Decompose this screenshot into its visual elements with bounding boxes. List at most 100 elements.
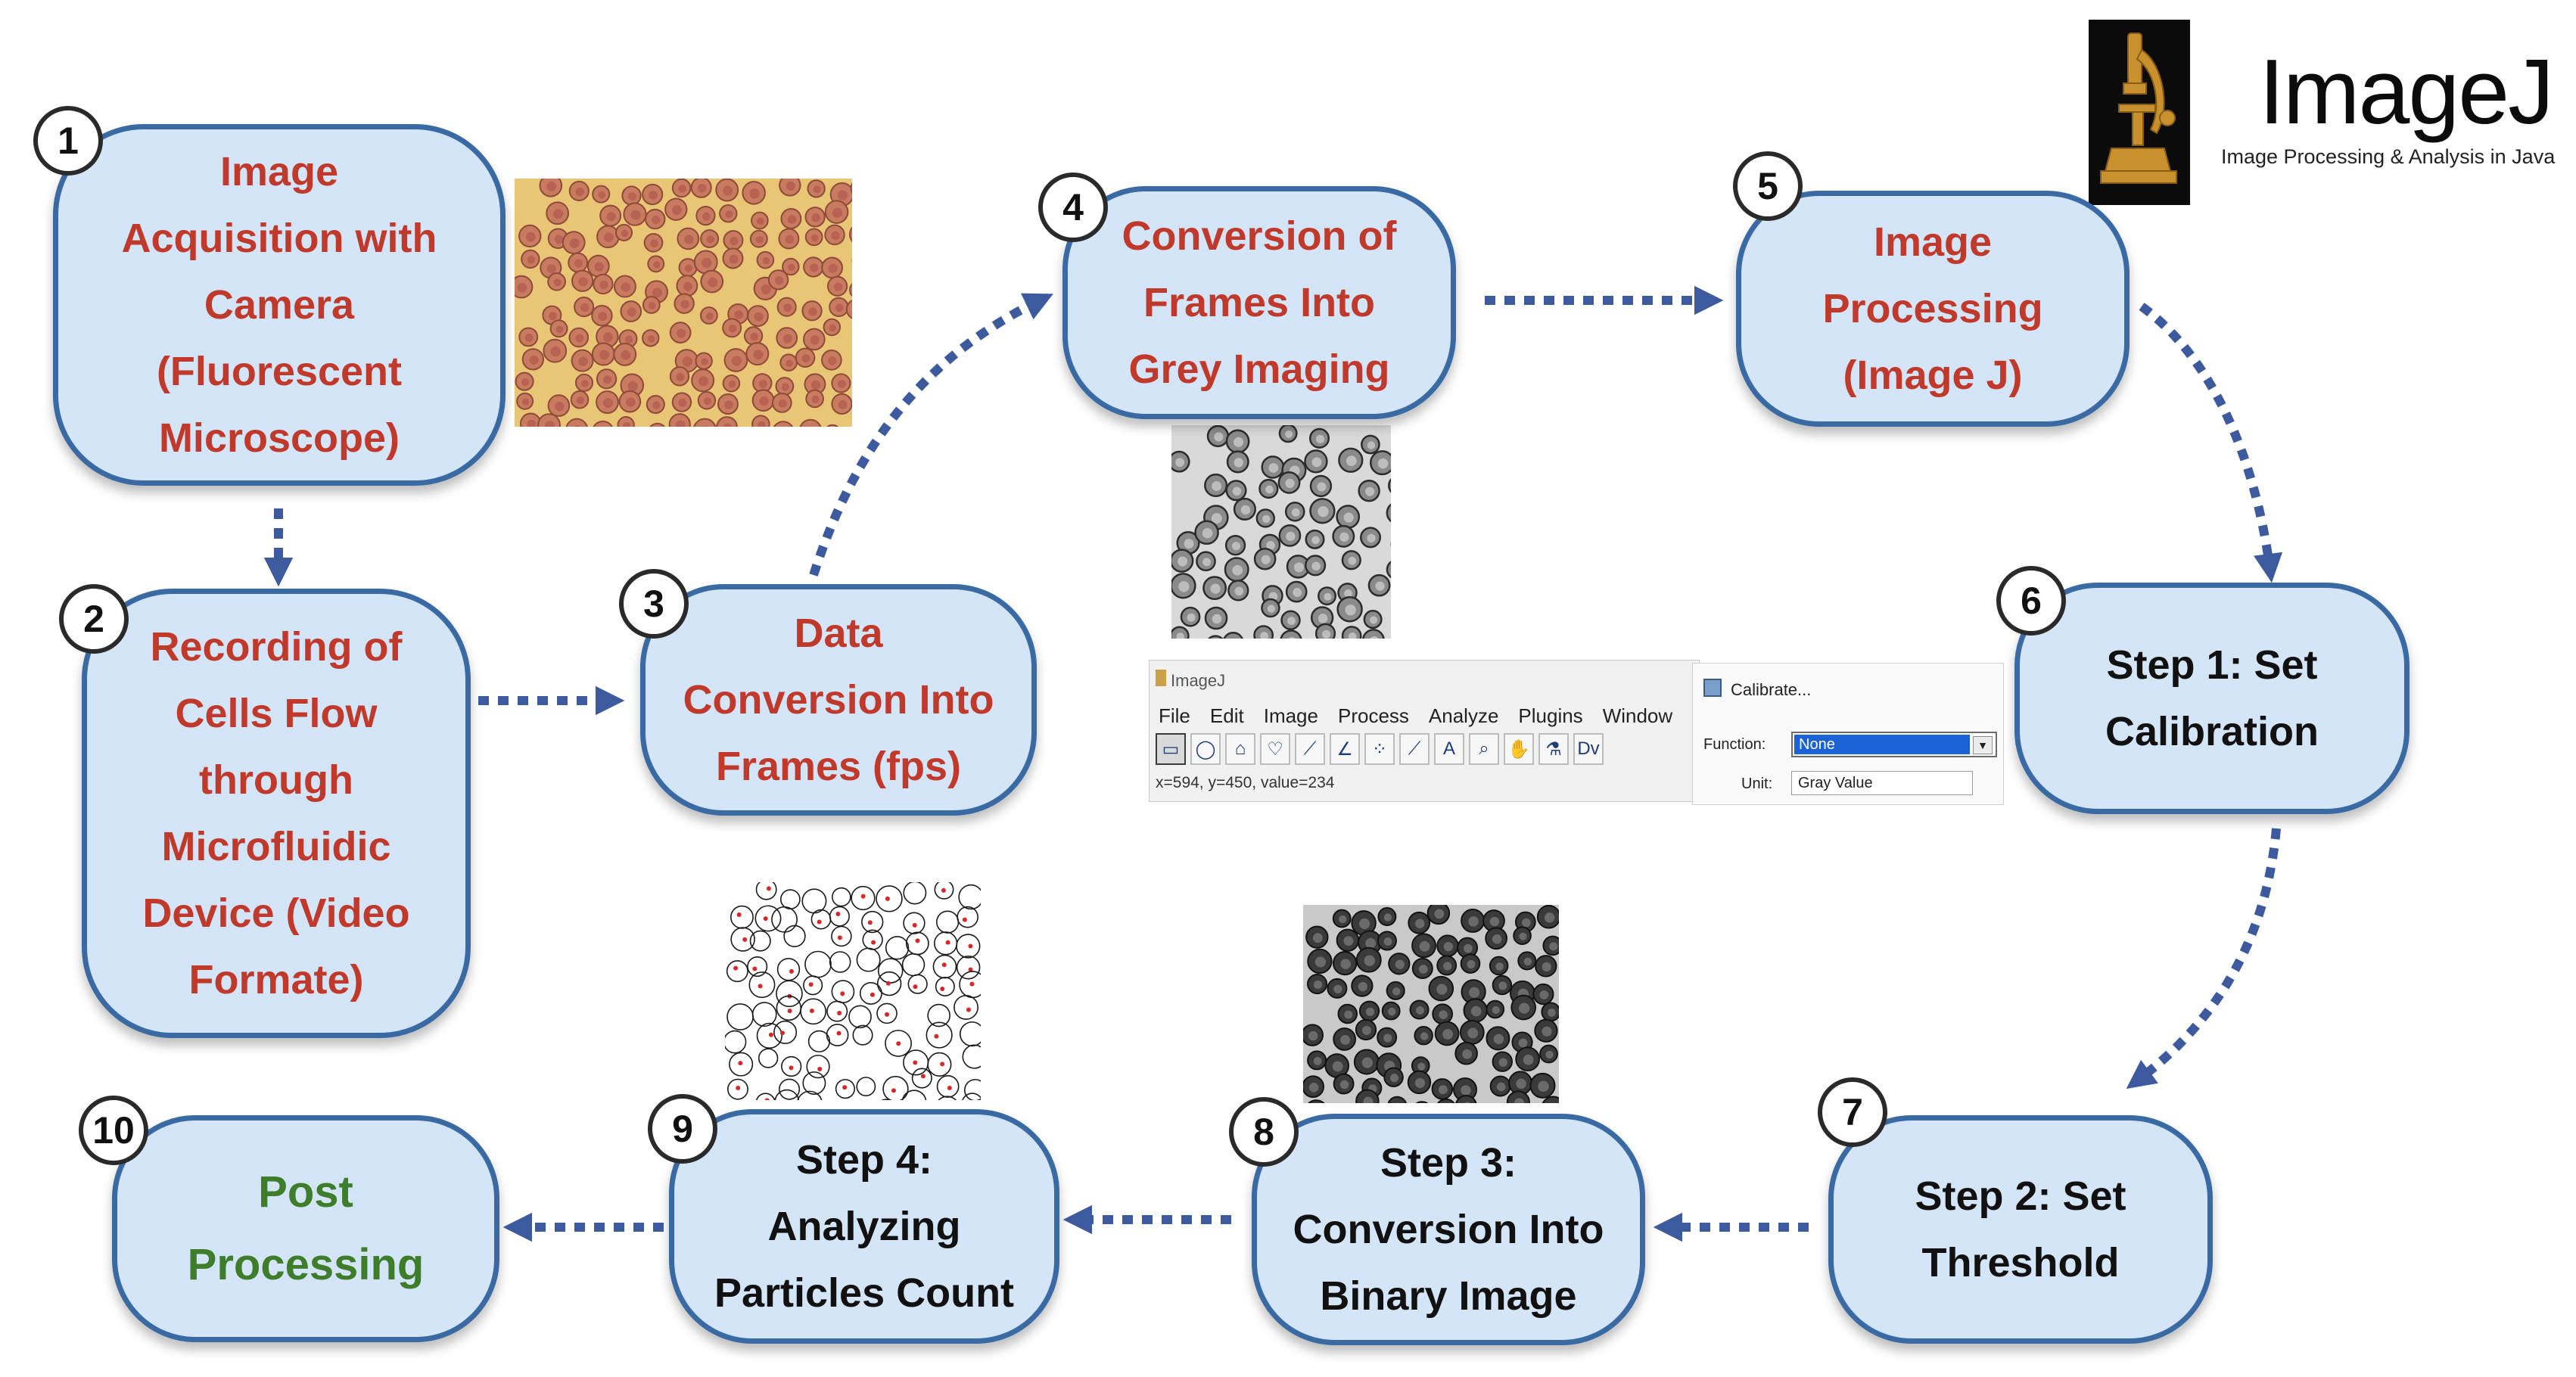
unit-field[interactable]: Gray Value (1791, 771, 1973, 795)
cell-core (1493, 1034, 1504, 1045)
cell-core (810, 234, 819, 242)
rectangle-tool-icon[interactable]: ▭ (1156, 733, 1186, 765)
cell-core (574, 425, 581, 427)
cell-core (761, 284, 771, 294)
imagej-menu-item[interactable]: Window (1602, 704, 1673, 727)
cell-core (1178, 581, 1190, 592)
cell-mark (803, 975, 823, 996)
cell-core (758, 421, 766, 427)
chevron-down-icon[interactable]: ▼ (1973, 736, 1993, 754)
cell-mark (848, 283, 852, 297)
cell-core (787, 215, 797, 224)
cell-core (682, 356, 693, 367)
step-1-label: Image Acquisition with Camera (Fluoresce… (121, 149, 437, 461)
particle-label-mark (896, 1041, 901, 1046)
cell-mark (901, 1089, 927, 1100)
dropper-tool-icon[interactable]: ⚗ (1538, 733, 1569, 765)
cell-mark (1208, 635, 1224, 639)
particle-label-mark (789, 968, 794, 974)
cell-core (527, 256, 536, 264)
cell-core (1439, 1010, 1448, 1020)
function-select[interactable]: None ▼ (1791, 732, 1997, 757)
step-9-badge: 9 (648, 1094, 717, 1164)
cell-core (529, 355, 539, 365)
particle-label-mark (867, 920, 873, 925)
imagej-menu-item[interactable]: File (1159, 704, 1190, 727)
magnifier-tool-icon[interactable]: ⌕ (1469, 733, 1499, 765)
function-label: Function: (1703, 736, 1766, 753)
imagej-menu-item[interactable]: Edit (1209, 704, 1244, 727)
text-tool-icon[interactable]: A (1434, 733, 1464, 765)
point-tool-icon[interactable]: ⁘ (1364, 733, 1395, 765)
cell-core (754, 312, 764, 322)
particle-label-mark (840, 991, 845, 996)
imagej-menu-item[interactable]: Plugins (1518, 704, 1583, 727)
cell-core (1522, 918, 1531, 928)
cell-mark (756, 1022, 782, 1049)
cell-core (786, 181, 795, 191)
cell-core (1498, 981, 1507, 990)
cell-mark (848, 1005, 872, 1029)
cell-core (630, 210, 641, 220)
cell-mark (1542, 1096, 1559, 1103)
arrow-3-to-4 (809, 293, 1053, 577)
cell-core (1464, 943, 1473, 953)
imagej-menu-item[interactable]: Image (1263, 704, 1318, 727)
cell-core (1489, 916, 1500, 927)
particle-label-mark (870, 992, 875, 997)
cell-mark (861, 910, 884, 934)
dev-tool-icon[interactable]: Dv (1573, 733, 1604, 765)
cell-core (1260, 632, 1269, 639)
cell-core (1492, 1006, 1500, 1015)
cell-mark (936, 1075, 960, 1098)
cell-core (1311, 561, 1321, 571)
cell-mark (797, 1090, 823, 1100)
cell-mark (806, 1055, 830, 1079)
step-2-badge: 2 (59, 584, 129, 654)
step-7-badge: 7 (1818, 1077, 1887, 1147)
imagej-menu-item[interactable]: Analyze (1428, 704, 1499, 727)
cell-core (1176, 633, 1184, 639)
imagej-menu-item[interactable]: Process (1337, 704, 1409, 727)
cell-core (1464, 1102, 1470, 1103)
cell-core (1392, 987, 1401, 996)
cell-core (1291, 508, 1300, 517)
cell-core (546, 181, 557, 191)
cell-mark (859, 981, 882, 1005)
cell-core (1332, 1061, 1343, 1072)
cell-core (758, 379, 767, 388)
cell-mark (856, 947, 881, 972)
cell-core (1262, 514, 1271, 524)
cell-mark (730, 905, 754, 929)
cell-core (750, 332, 758, 341)
angle-tool-icon[interactable]: ∠ (1330, 733, 1360, 765)
particle-label-mark (837, 1010, 842, 1015)
polygon-tool-icon[interactable]: ⌂ (1225, 733, 1255, 765)
cell-core (1314, 956, 1326, 968)
cell-core (525, 232, 536, 242)
cell-core (783, 303, 792, 312)
cell-core (1285, 478, 1295, 489)
particle-label-mark (787, 1009, 792, 1014)
cell-core (1178, 556, 1188, 567)
freehand-tool-icon[interactable]: ♡ (1260, 733, 1290, 765)
hand-tool-icon[interactable]: ✋ (1504, 733, 1534, 765)
line-tool-icon[interactable]: ⟋ (1295, 733, 1325, 765)
cell-core (1339, 532, 1349, 542)
cell-core (1293, 562, 1305, 573)
cell-core (527, 419, 537, 427)
wand-tool-icon[interactable]: ⟋ (1399, 733, 1430, 765)
cell-mark (800, 998, 827, 1025)
cell-core (1211, 513, 1222, 524)
cell-core (1311, 457, 1322, 468)
cell-core (831, 231, 840, 241)
cell-core (1308, 1083, 1319, 1093)
oval-tool-icon[interactable]: ◯ (1190, 733, 1221, 765)
cell-mark (783, 925, 806, 947)
cell-core (621, 282, 631, 292)
cell-core (1293, 588, 1302, 597)
cell-core (603, 232, 614, 243)
cell-core (623, 421, 630, 427)
cell-core (1344, 1010, 1353, 1019)
cell-mark (1223, 632, 1243, 639)
